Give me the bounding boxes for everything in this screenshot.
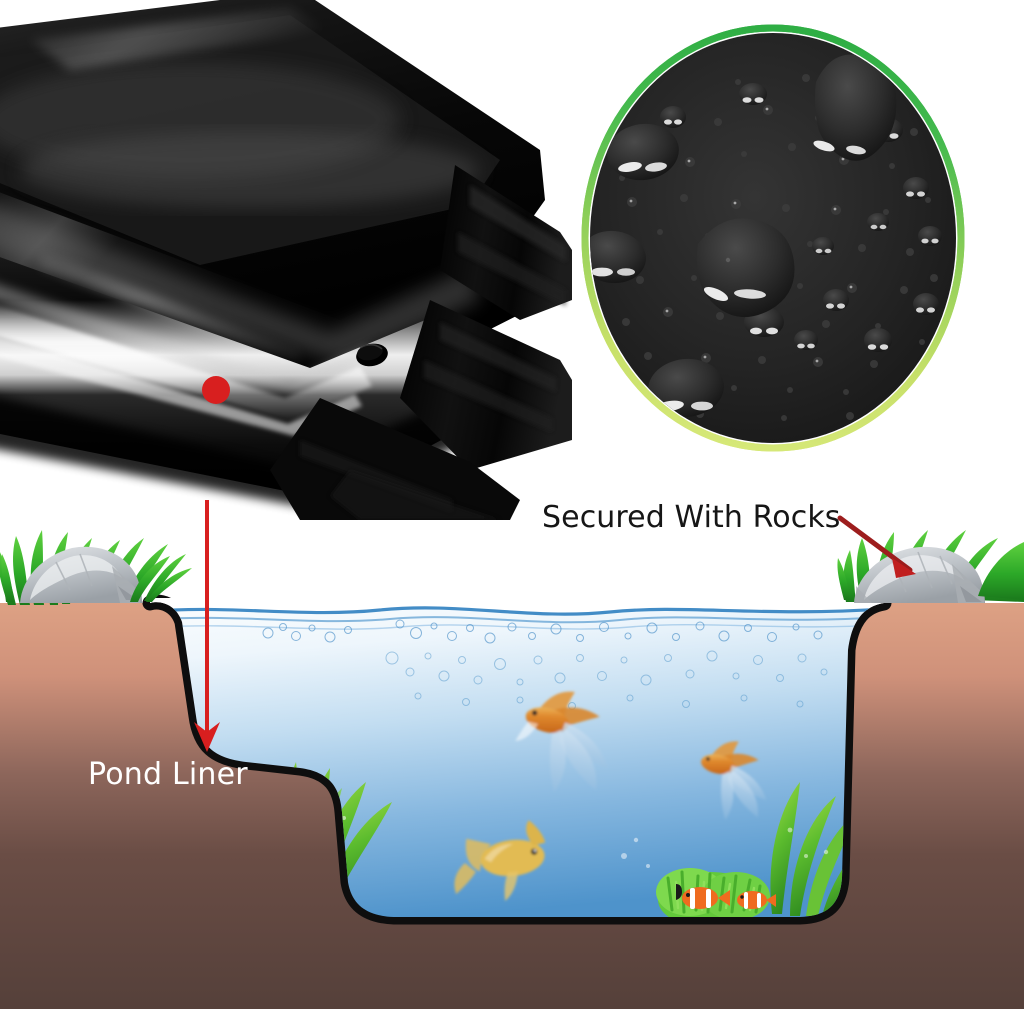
pond-liner-label: Pond Liner xyxy=(88,757,248,792)
liner-callout-dot xyxy=(202,376,230,404)
pond-liner-pointer xyxy=(194,500,220,752)
pond-cross-section-diagram xyxy=(0,500,1024,1009)
secured-rocks-pointer xyxy=(837,515,916,578)
pond-liner-roll-photo xyxy=(0,0,575,520)
rock-right-group xyxy=(837,530,1024,603)
secured-with-rocks-label: Secured With Rocks xyxy=(542,500,841,535)
water-beading-closeup-inset xyxy=(578,22,968,454)
rock-left-group xyxy=(0,530,192,605)
